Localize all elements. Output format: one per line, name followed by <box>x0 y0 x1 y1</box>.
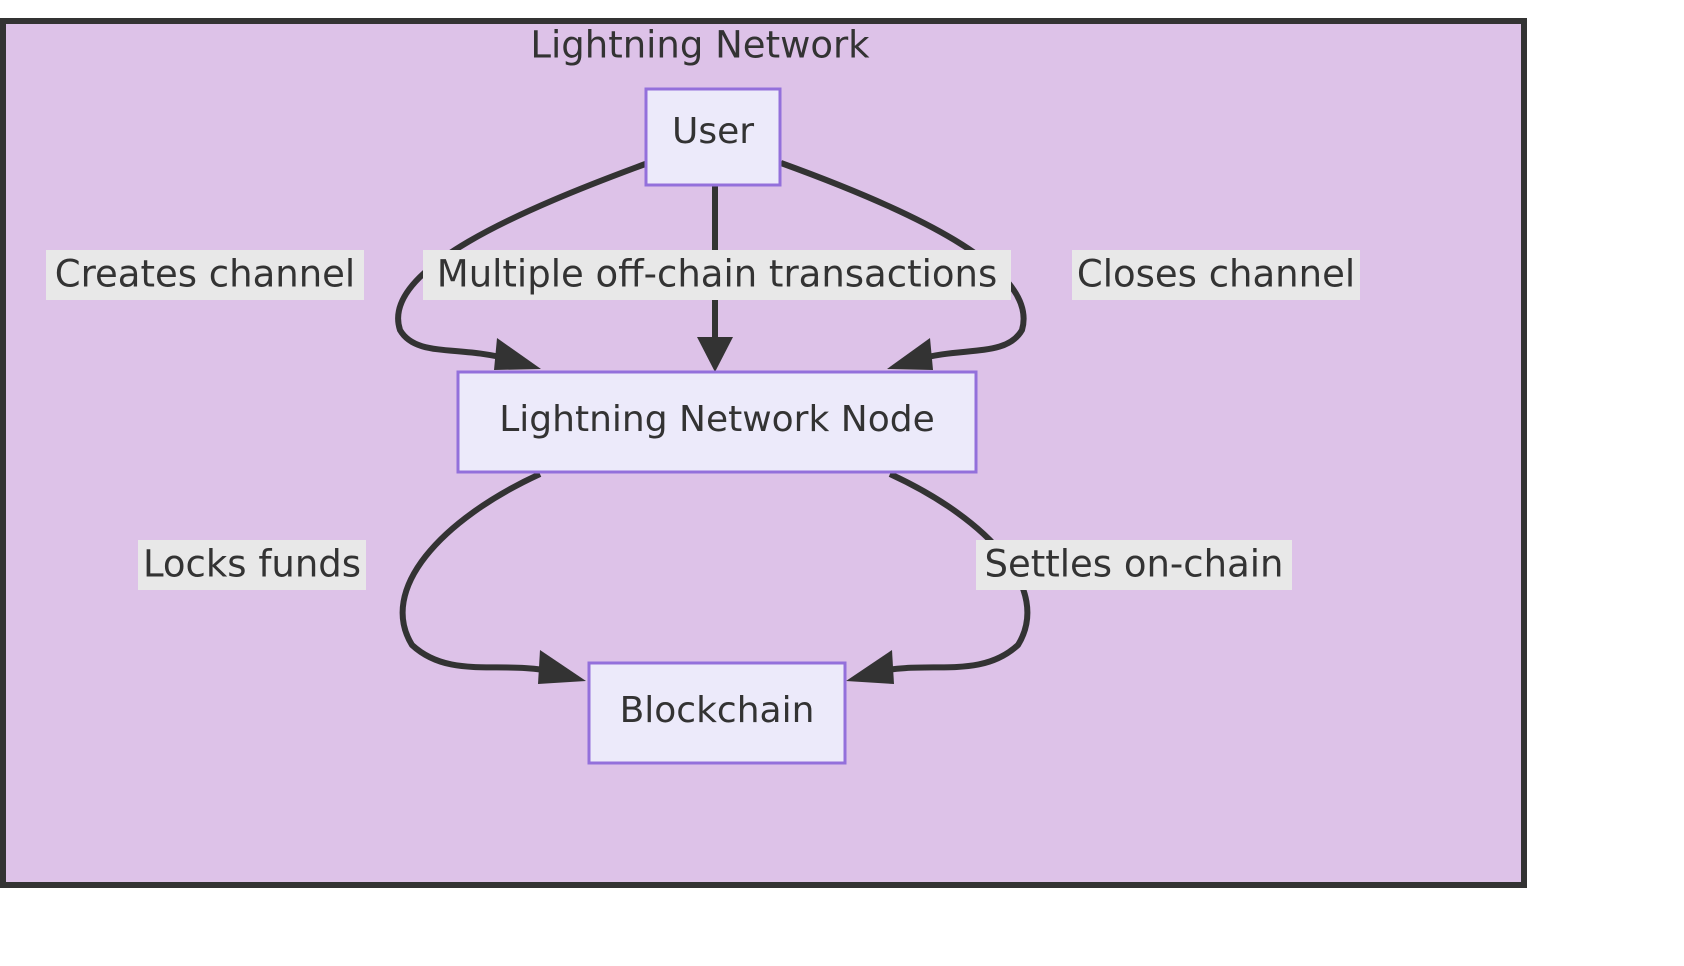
edge-path-settles-onchain <box>875 471 1031 675</box>
edge-label-locks-funds: Locks funds <box>138 540 366 590</box>
node-blockchain[interactable]: Blockchain <box>587 661 847 765</box>
edge-label-settles-onchain: Settles on-chain <box>976 540 1292 590</box>
arrowhead-closes-channel <box>887 338 933 370</box>
edge-label-offchain: Multiple off-chain transactions <box>423 250 1011 300</box>
node-blockchain-rect[interactable] <box>587 661 847 765</box>
arrowhead-locks-funds <box>538 650 586 684</box>
edge-node-settles <box>846 471 1031 684</box>
edge-label-closes-channel-bg <box>1072 250 1360 300</box>
edge-label-offchain-text: Multiple off-chain transactions <box>437 253 997 296</box>
edge-label-closes-channel-text: Closes channel <box>1077 253 1355 296</box>
edge-path-locks-funds <box>399 471 557 675</box>
node-ln-node-rect[interactable] <box>456 370 978 474</box>
cluster-title: Lightning Network <box>530 24 870 67</box>
node-lightning-network-node[interactable]: Lightning Network Node <box>456 370 978 474</box>
arrowhead-settles-onchain <box>846 650 894 684</box>
edge-label-settles-onchain-text: Settles on-chain <box>985 543 1284 586</box>
node-user-rect[interactable] <box>644 87 782 187</box>
edge-path-closes-channel <box>779 160 1027 363</box>
arrowhead-offchain <box>697 337 733 372</box>
edge-user-closes <box>779 160 1027 370</box>
node-blockchain-label: Blockchain <box>620 690 815 731</box>
edge-user-creates <box>395 160 650 370</box>
edge-label-creates-channel: Creates channel <box>46 250 364 300</box>
edge-label-creates-channel-bg <box>46 250 364 300</box>
edge-label-locks-funds-text: Locks funds <box>143 543 361 586</box>
edge-label-closes-channel: Closes channel <box>1072 250 1360 300</box>
node-user-label: User <box>672 111 754 152</box>
arrowhead-creates-channel <box>494 338 541 370</box>
edge-label-offchain-bg <box>423 250 1011 300</box>
edge-path-creates-channel <box>395 160 650 363</box>
edge-labels-layer: Creates channel Multiple off-chain trans… <box>46 250 1360 590</box>
edge-label-locks-funds-bg <box>138 540 366 590</box>
edge-label-settles-onchain-bg <box>976 540 1292 590</box>
node-ln-node-label: Lightning Network Node <box>499 399 934 440</box>
edge-label-creates-channel-text: Creates channel <box>55 253 355 296</box>
node-user[interactable]: User <box>644 87 782 187</box>
edge-node-locks <box>399 471 586 684</box>
